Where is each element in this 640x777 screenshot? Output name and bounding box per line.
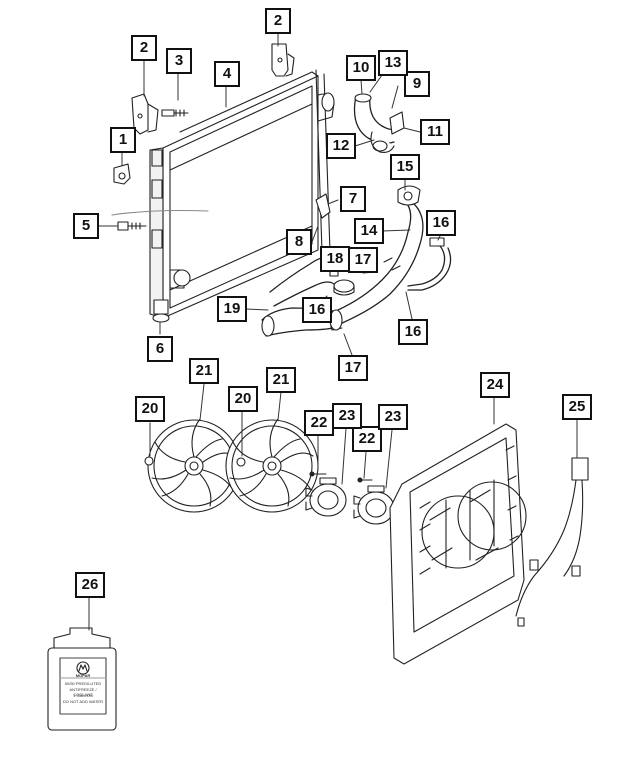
mounting-bolt (161, 109, 189, 117)
callout-3: 3 (166, 48, 192, 74)
cooling-fan-right (225, 418, 319, 513)
callout-23: 23 (332, 403, 362, 429)
callout-5: 5 (73, 213, 99, 239)
fan-wiring-harness (515, 457, 589, 627)
callout-20: 20 (228, 386, 258, 412)
callout-22: 22 (304, 410, 334, 436)
antifreeze-jug (47, 627, 117, 731)
radiator-clip (113, 163, 131, 185)
fan-retainer-right (236, 457, 246, 467)
callout-16: 16 (398, 319, 428, 345)
callout-2: 2 (131, 35, 157, 61)
callout-12: 12 (326, 133, 356, 159)
callout-26: 26 (75, 572, 105, 598)
radiator-isolator (152, 299, 170, 323)
callout-10: 10 (346, 55, 376, 81)
callout-16: 16 (302, 297, 332, 323)
callout-8: 8 (286, 229, 312, 255)
coolant-outlet-cap (333, 279, 355, 296)
jug-line-1: 50/50 PREDILUTED (64, 681, 102, 686)
callout-21: 21 (266, 367, 296, 393)
callout-13: 13 (378, 50, 408, 76)
callout-25: 25 (562, 394, 592, 420)
leader-lines (88, 33, 578, 631)
callout-6: 6 (147, 336, 173, 362)
jug-brand: MOPAR (75, 673, 91, 678)
callout-24: 24 (480, 372, 510, 398)
callout-14: 14 (354, 218, 384, 244)
motor-screw-right (357, 477, 373, 483)
callout-2: 2 (265, 8, 291, 34)
callout-20: 20 (135, 396, 165, 422)
callout-9: 9 (404, 71, 430, 97)
callout-17: 17 (348, 247, 378, 273)
upper-mount-bracket-right (271, 43, 295, 77)
callout-21: 21 (189, 358, 219, 384)
callout-4: 4 (214, 61, 240, 87)
fan-shroud (389, 423, 527, 665)
callout-16: 16 (426, 210, 456, 236)
fan-motor-left (305, 477, 347, 517)
motor-screw-left (309, 471, 327, 477)
jug-line-2: ANTIFREEZE / COOLANT (69, 687, 97, 697)
jug-line-3: 1 GALLON (73, 693, 93, 698)
callout-7: 7 (340, 186, 366, 212)
jug-line-4: DO NOT ADD WATER (63, 699, 103, 704)
callout-22: 22 (352, 426, 382, 452)
radiator (149, 69, 335, 319)
coolant-hose-16-right (407, 237, 452, 291)
hose-bracket (315, 193, 331, 219)
cooling-fan-left (147, 418, 241, 513)
fan-retainer-left (144, 456, 154, 466)
upper-mount-bracket-left (131, 93, 159, 135)
callout-15: 15 (390, 154, 420, 180)
callout-18: 18 (320, 246, 350, 272)
callout-1: 1 (110, 127, 136, 153)
fan-motor-right (353, 485, 395, 525)
callout-17: 17 (338, 355, 368, 381)
coolant-inlet-fitting (397, 185, 421, 206)
callout-11: 11 (420, 119, 450, 145)
lower-mounting-bolt (111, 209, 209, 231)
callout-23: 23 (378, 404, 408, 430)
callout-19: 19 (217, 296, 247, 322)
